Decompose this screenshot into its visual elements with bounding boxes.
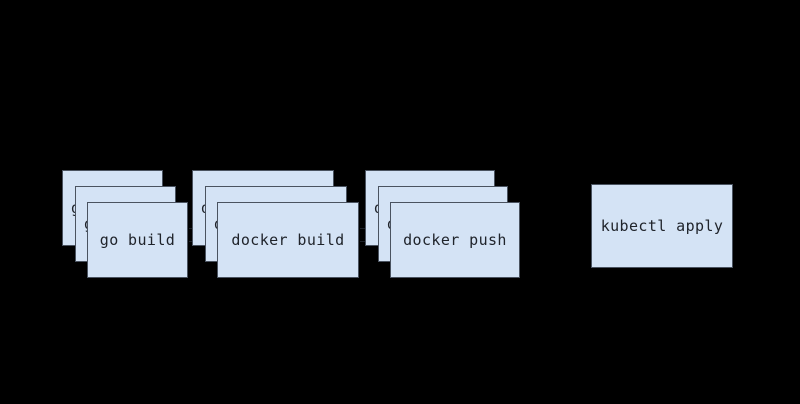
stage-card-kubectl-apply[interactable]: kubectl apply [591,184,733,268]
stage-card-docker-build[interactable]: docker build [217,202,359,278]
stage-card-docker-push[interactable]: docker push [390,202,520,278]
stage-card-go-build[interactable]: go build [87,202,188,278]
stage-label-go-build: go build [99,231,176,249]
stage-label-docker-push: docker push [403,231,507,249]
stage-label-docker-build: docker build [231,231,345,249]
stage-label-kubectl-apply: kubectl apply [600,217,724,235]
